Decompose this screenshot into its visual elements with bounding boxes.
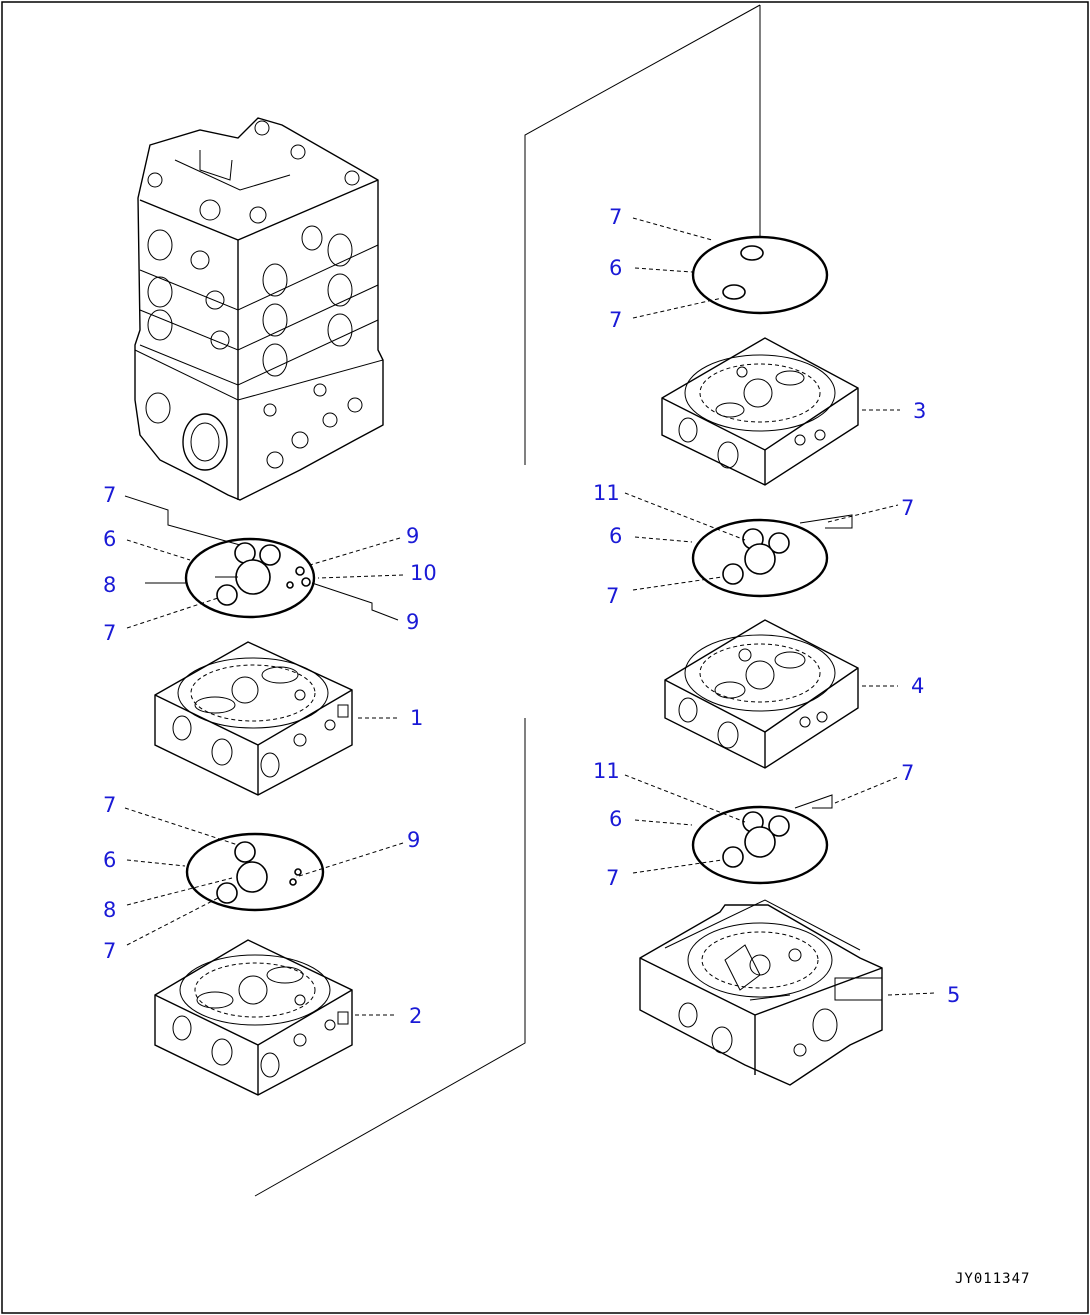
callout-6: 6 [103, 848, 116, 872]
callout-7: 7 [609, 308, 622, 332]
callout-5: 5 [947, 983, 960, 1007]
callout-11: 11 [593, 481, 620, 505]
callout-6: 6 [609, 524, 622, 548]
gasket-plate-upper-left [184, 537, 316, 619]
callout-2: 2 [409, 1004, 422, 1028]
callout-7: 7 [901, 496, 914, 520]
callout-7: 7 [103, 939, 116, 963]
callout-7: 7 [103, 793, 116, 817]
valve-section-1-drawing [154, 641, 353, 796]
callout-6: 6 [609, 256, 622, 280]
callout-8: 8 [103, 898, 116, 922]
callout-1: 1 [410, 706, 423, 730]
callout-7: 7 [606, 584, 619, 608]
gasket-plate-lower-right [691, 794, 833, 885]
callout-4: 4 [911, 674, 924, 698]
callout-3: 3 [913, 399, 926, 423]
valve-section-2-drawing [154, 939, 353, 1096]
gasket-plate-middle-right [691, 514, 853, 598]
callout-9: 9 [406, 610, 419, 634]
gasket-plate-lower-left [185, 832, 325, 912]
callout-7: 7 [606, 866, 619, 890]
assembly-axis-lines [254, 4, 761, 1197]
callout-11: 11 [593, 759, 620, 783]
control-valve-assembly-drawing [134, 117, 384, 501]
valve-section-5-drawing [639, 899, 883, 1086]
callout-10: 10 [410, 561, 437, 585]
callout-6: 6 [103, 527, 116, 551]
callout-labels: 7 6 7 3 11 6 7 7 4 11 6 7 7 5 7 6 8 7 9 … [103, 205, 960, 1028]
callout-7: 7 [609, 205, 622, 229]
callout-7: 7 [103, 621, 116, 645]
gasket-plate-top-right [691, 235, 829, 315]
callout-8: 8 [103, 573, 116, 597]
callout-7: 7 [103, 483, 116, 507]
callout-9: 9 [406, 524, 419, 548]
callout-6: 6 [609, 807, 622, 831]
valve-section-4-drawing [664, 619, 859, 769]
callout-7: 7 [901, 761, 914, 785]
callout-9: 9 [407, 828, 420, 852]
drawing-number: JY011347 [955, 1271, 1030, 1287]
leader-lines [124, 217, 936, 1016]
valve-section-3-drawing [661, 337, 859, 486]
